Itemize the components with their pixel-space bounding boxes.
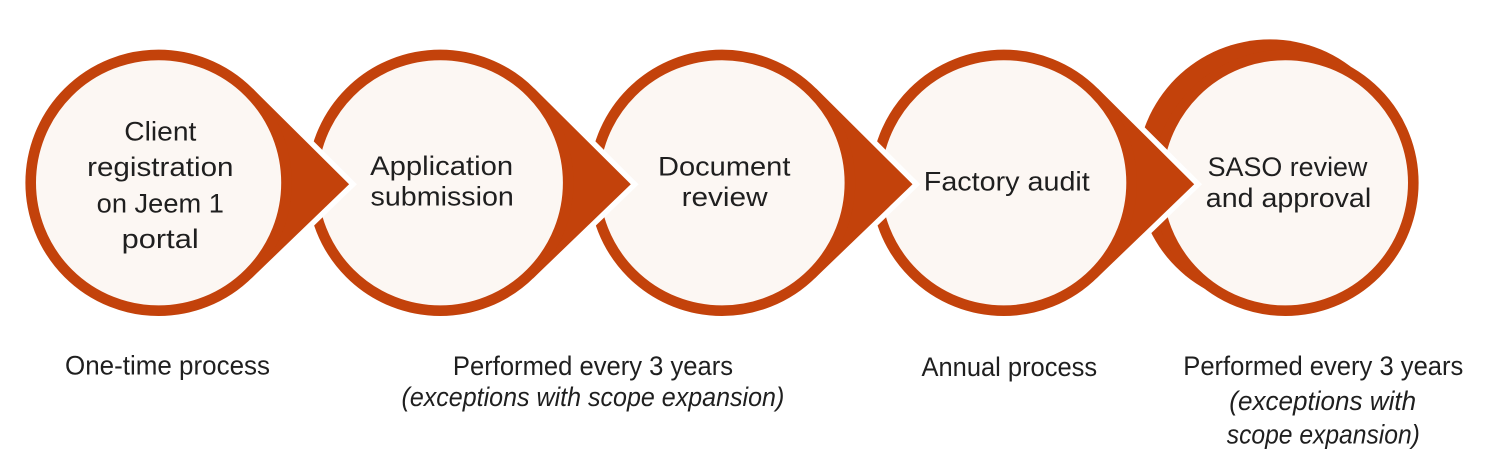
svg-text:Client: Client bbox=[124, 116, 197, 146]
svg-text:Document: Document bbox=[658, 152, 791, 182]
svg-text:(exceptions with scope expansi: (exceptions with scope expansion) bbox=[402, 382, 785, 412]
svg-text:and approval: and approval bbox=[1206, 183, 1371, 213]
svg-text:scope expansion): scope expansion) bbox=[1227, 420, 1420, 450]
svg-text:SASO review: SASO review bbox=[1208, 152, 1369, 182]
svg-text:Application: Application bbox=[370, 151, 513, 181]
svg-text:(exceptions with: (exceptions with bbox=[1229, 386, 1416, 416]
svg-text:Annual process: Annual process bbox=[922, 352, 1098, 382]
svg-text:portal: portal bbox=[122, 224, 199, 254]
svg-text:Factory audit: Factory audit bbox=[924, 167, 1091, 197]
svg-text:registration: registration bbox=[87, 152, 233, 182]
svg-text:One-time process: One-time process bbox=[65, 350, 270, 380]
svg-text:submission: submission bbox=[371, 182, 514, 212]
svg-text:on Jeem 1: on Jeem 1 bbox=[97, 188, 224, 218]
svg-text:Performed every 3 years: Performed every 3 years bbox=[1183, 351, 1463, 381]
svg-text:review: review bbox=[682, 182, 769, 212]
svg-text:Performed every 3 years: Performed every 3 years bbox=[453, 351, 733, 381]
